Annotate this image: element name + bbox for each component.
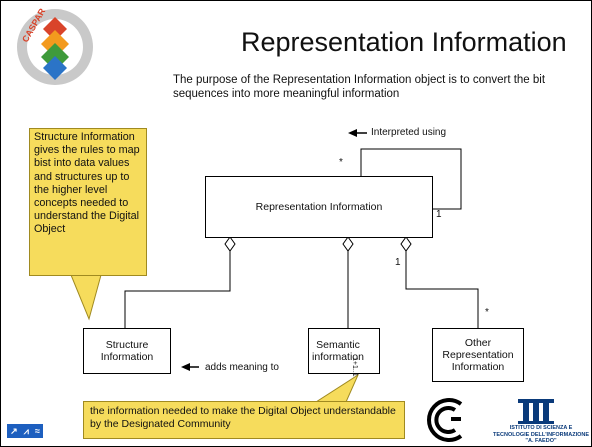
multiplicity-one-mid: 1	[395, 257, 401, 268]
bottom-left-logo: ↗ ⩘ ≈	[7, 424, 43, 438]
isti-logo	[518, 399, 554, 424]
isti-caption: ISTITUTO DI SCIENZA E TECNOLOGIE DELL'IN…	[492, 425, 590, 444]
multiplicity-star-other: *	[485, 307, 489, 318]
interpreted-using-label: Interpreted using	[371, 127, 447, 138]
other-rep-info-label: Other Representation Information	[442, 337, 514, 373]
semantic-info-label: Semantic information	[312, 339, 364, 363]
logo-diamond-red	[43, 17, 67, 41]
adds-meaning-label: adds meaning to	[205, 362, 279, 373]
logo-diamond-blue	[43, 56, 67, 80]
representation-info-label: Representation Information	[255, 201, 383, 213]
structure-info-box: Structure Information	[83, 328, 171, 374]
multiplicity-star-top: *	[339, 157, 343, 168]
aggregation-diamond-semantic	[342, 236, 354, 252]
bottom-logo-glyph-2: ⩘	[23, 426, 29, 436]
adds-meaning-arrow-head	[181, 363, 190, 371]
caspar-logo: CASPAR	[17, 6, 93, 85]
other-connector	[405, 251, 479, 328]
structure-connector	[124, 251, 231, 328]
page-title: Representation Information	[241, 27, 567, 57]
cnr-logo	[427, 398, 463, 442]
callout-semantic: the information needed to make the Digit…	[83, 401, 405, 439]
callout-structure: Structure Information gives the rules to…	[29, 128, 147, 276]
aggregation-diamond-other	[400, 236, 412, 252]
aggregation-diamond-structure	[224, 236, 236, 252]
representation-info-box: Representation Information	[205, 176, 433, 238]
bottom-logo-glyph-1: ↗	[10, 426, 18, 436]
multiplicity-one-right: 1	[436, 209, 442, 220]
other-rep-info-box: Other Representation Information	[432, 328, 524, 382]
bottom-logo-glyph-3: ≈	[34, 426, 40, 436]
semantic-info-box: Semantic information	[308, 328, 380, 374]
callout-semantic-pointer	[314, 373, 360, 403]
structure-info-label: Structure Information	[100, 339, 154, 363]
semantic-multiplicity: 1+1..1	[351, 357, 358, 377]
self-loop-line	[360, 148, 462, 210]
callout-structure-pointer	[70, 274, 102, 321]
subtitle: The purpose of the Representation Inform…	[173, 74, 546, 100]
interpreted-arrow-head	[348, 129, 357, 137]
